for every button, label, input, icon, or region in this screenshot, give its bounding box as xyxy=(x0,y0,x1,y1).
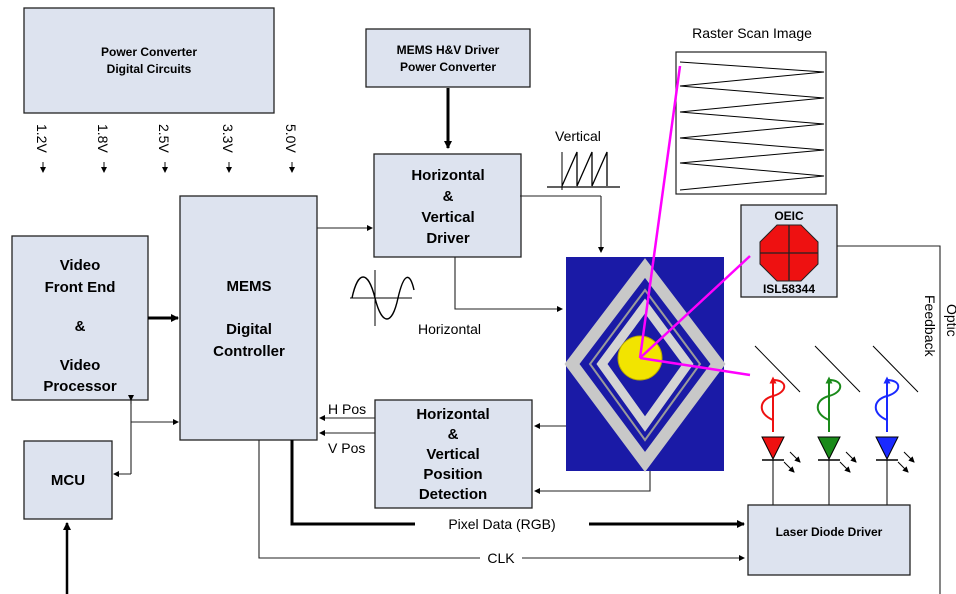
position-detection-line3: Vertical xyxy=(426,446,479,463)
voltage-1-8: 1.8V xyxy=(95,124,111,153)
pixel-data-label: Pixel Data (RGB) xyxy=(448,516,555,532)
mems-controller-line1: MEMS xyxy=(227,278,272,295)
mems-driver-power-line1: MEMS H&V Driver xyxy=(397,43,500,57)
h-pos-label: H Pos xyxy=(328,401,366,417)
oeic-block: OEIC ISL58344 xyxy=(740,204,838,298)
position-detection-line1: Horizontal xyxy=(416,406,489,423)
horizontal-waveform: Horizontal xyxy=(350,270,481,337)
laser-blue xyxy=(872,345,919,520)
oeic-bottom-label: ISL58344 xyxy=(763,282,815,296)
mcu-block: MCU xyxy=(23,440,113,520)
mems-controller-line3: Controller xyxy=(213,343,285,360)
v-pos-label: V Pos xyxy=(328,440,365,456)
laser-driver-label: Laser Diode Driver xyxy=(776,525,883,539)
position-detection-block: Horizontal & Vertical Position Detection xyxy=(374,399,533,509)
raster-scan-image: Raster Scan Image xyxy=(675,25,827,195)
video-line4: Video xyxy=(60,357,101,374)
laser-diode-driver-block: Laser Diode Driver xyxy=(747,504,911,576)
voltage-2-5: 2.5V xyxy=(156,124,172,153)
mems-driver-power-block: MEMS H&V Driver Power Converter xyxy=(365,28,531,88)
hv-driver-line2: & xyxy=(443,188,454,205)
video-processor-block: Video Front End & Video Processor xyxy=(11,235,149,401)
video-line5: Processor xyxy=(43,378,117,395)
voltage-rails: 1.2V 1.8V 2.5V 3.3V 5.0V xyxy=(34,124,299,173)
vertical-label: Vertical xyxy=(555,128,601,144)
horizontal-label: Horizontal xyxy=(418,321,481,337)
video-line1: Video xyxy=(60,257,101,274)
clk-label: CLK xyxy=(487,550,515,566)
video-line3: & xyxy=(75,318,86,335)
mems-controller-line2: Digital xyxy=(226,321,272,338)
voltage-1-2: 1.2V xyxy=(34,124,50,153)
optic-label: Optic xyxy=(944,304,956,337)
oeic-top-label: OEIC xyxy=(774,209,804,223)
mems-driver-power-line2: Power Converter xyxy=(400,60,496,74)
hv-driver-line4: Driver xyxy=(426,230,470,247)
position-detection-line2: & xyxy=(448,426,459,443)
video-line2: Front End xyxy=(45,279,116,296)
laser-red xyxy=(754,345,801,520)
voltage-5-0: 5.0V xyxy=(283,124,299,153)
scan-beams xyxy=(638,65,751,377)
voltage-3-3: 3.3V xyxy=(220,124,236,153)
power-converter-line2: Digital Circuits xyxy=(107,62,192,76)
hv-driver-line1: Horizontal xyxy=(411,167,484,184)
laser-green xyxy=(814,345,861,520)
position-detection-line4: Position xyxy=(423,466,482,483)
vertical-waveform: Vertical xyxy=(547,128,620,190)
raster-title: Raster Scan Image xyxy=(692,25,812,41)
feedback-label: Feedback xyxy=(922,295,938,357)
mems-controller-block: MEMS Digital Controller xyxy=(179,195,318,441)
mems-mirror xyxy=(564,257,726,473)
power-converter-block: Power Converter Digital Circuits xyxy=(23,7,275,114)
hv-driver-line3: Vertical xyxy=(421,209,474,226)
power-converter-line1: Power Converter xyxy=(101,45,197,59)
position-detection-line5: Detection xyxy=(419,486,487,503)
hv-driver-block: Horizontal & Vertical Driver xyxy=(373,153,522,258)
mcu-label: MCU xyxy=(51,472,85,489)
